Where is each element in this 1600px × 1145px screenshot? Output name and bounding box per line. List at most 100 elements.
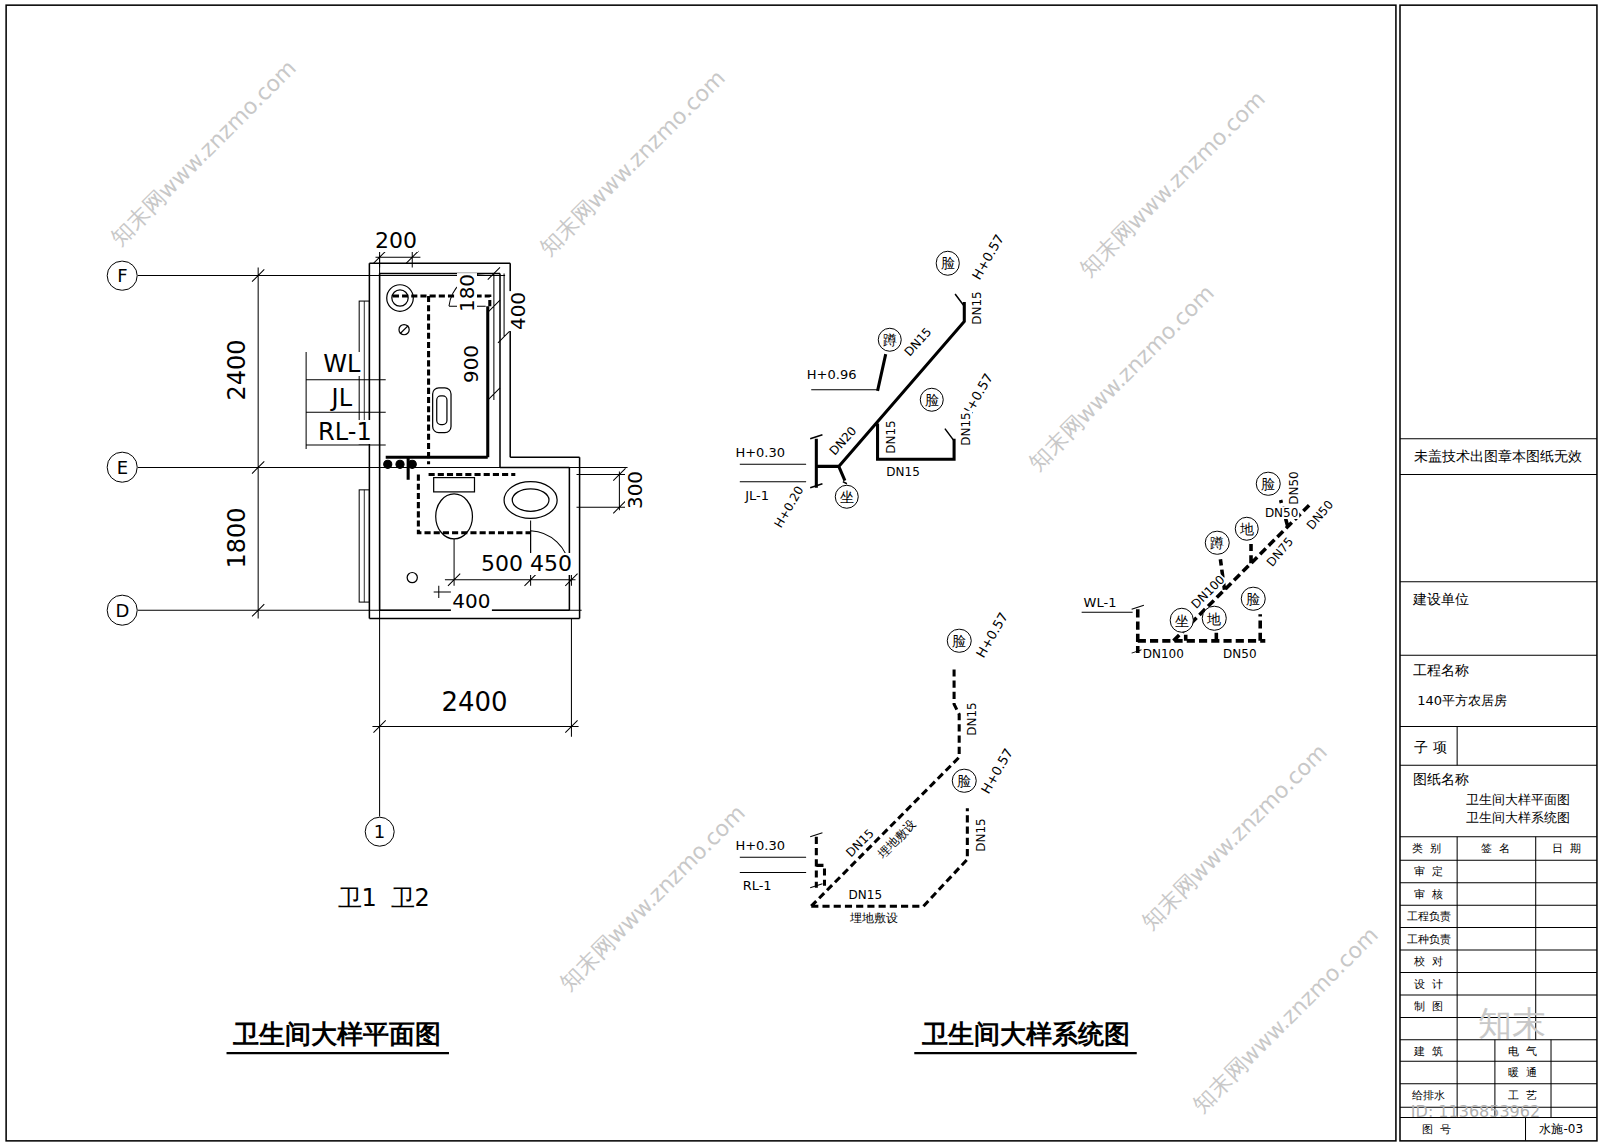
annotation-text: H+0.30 [734,838,786,851]
dimension-lines [306,251,627,598]
fixture-tag: 脸 [936,251,960,275]
annotation-text: JL [331,386,353,410]
title-block-text: 140平方农居房 [1416,694,1508,707]
wall-outline [364,301,365,602]
annotation-text: 卫1 [337,886,378,910]
dimension-lines [373,251,420,267]
watermark: 知末网www.znzmo.com [536,66,730,260]
plumbing-fixtures [399,325,409,335]
annotation-text: 300 [625,470,645,510]
title-block-text: 工程名称 [1412,663,1470,677]
annotation-text: RL-1 [742,878,773,891]
dimension-lines [577,468,628,513]
annotation-text: 埋地敷设 [875,817,919,861]
annotation-text: DN100 [1142,648,1185,660]
title-block-text: 工 艺 [1507,1089,1538,1100]
fixture-tag: 脸 [919,388,943,412]
annotation-text: DN15 [843,826,877,860]
plan-pipes [384,460,392,468]
annotation-text: H+0.20 [772,483,806,530]
tag-text: D [115,601,129,619]
supply-system-JL [843,294,964,484]
annotation-text: RL-1 [317,420,373,444]
tag-text: 脸 [1246,592,1260,606]
title-block-text: 工程负责 [1406,911,1452,922]
fixture-tag: 地 [1202,606,1226,630]
plumbing-fixtures [387,285,414,312]
drainage-system-WL [1138,500,1311,653]
fixture-tag: 蹲 [878,328,902,352]
axis-bubble: E [107,452,138,483]
plumbing-fixtures [387,274,570,583]
sheet-frame [6,5,1396,1141]
wall-outline [369,263,579,618]
annotation-text: DN15 [966,702,978,738]
supply-system-JL [740,294,964,488]
tag-text: 脸 [952,634,966,648]
annotation-text: DN15 [902,325,935,359]
annotation-text: DN50 [1222,648,1258,660]
annotation-text: 埋地敷设 [849,912,899,924]
title-block-grid [1400,439,1597,1118]
tag-text: 蹲 [1210,536,1224,550]
title-block-text: 制 图 [1413,1001,1444,1012]
plumbing-fixtures [437,396,447,425]
annotation-text: DN20 [827,424,860,458]
plumbing-fixtures [400,326,408,334]
supply-system-JL [740,390,878,482]
axis-bubble: D [107,595,138,626]
annotation-text: WL-1 [1083,596,1118,609]
drainage-system-WL [1138,500,1311,653]
annotation-text: DN15 [848,889,884,901]
annotation-text: 900 [461,344,481,384]
annotation-text: DN15 [971,290,983,326]
watermark: 知末网www.znzmo.com [1189,923,1383,1117]
tag-text: 地 [1240,522,1254,536]
plumbing-fixtures [434,478,475,492]
title-block-text: 审 定 [1413,866,1444,877]
tag-text: 脸 [925,393,939,407]
axis-grid [252,267,264,618]
supply-system-JL [810,435,822,488]
plan-pipes [386,306,488,479]
annotation-text: 500 [480,553,524,575]
tag-text: 脸 [957,774,971,788]
tag-text: E [117,458,128,476]
fixture-tag: 坐 [1169,608,1193,632]
sheet-frame [6,5,1597,1141]
annotation-text: 450 [529,553,573,575]
axis-bubble: 1 [364,816,395,847]
title-block-text: 工种负责 [1406,933,1452,944]
annotation-text: DN15 [885,419,897,455]
fixture-tag: 脸 [952,768,976,792]
title-block-text: 卫生间大样平面图 [1465,792,1571,805]
annotation-text: H+0.57 [973,609,1010,660]
wl-leaders [1082,605,1144,653]
fixture-tag: 蹲 [1205,531,1229,555]
annotation-text: 卫2 [390,886,431,910]
title-block-grid [1400,439,1597,1141]
plumbing-fixtures [504,482,557,519]
annotation-text: H+0.30 [734,446,786,459]
title-block-text: 暖 通 [1507,1067,1538,1078]
tag-text: 地 [1207,611,1221,625]
axis-grid [138,255,628,816]
annotation-text: 2400 [440,689,508,715]
annotation-text: H+0.57 [969,232,1006,283]
annotation-text: H+0.57 [978,746,1015,797]
title-block-text: 签 名 [1480,842,1511,853]
tag-text: 坐 [1175,613,1189,627]
wall-outline [359,263,579,618]
hot-water-system-RL [811,668,967,906]
drawing-title: 卫生间大样系统图 [921,1021,1131,1047]
annotation-text: JL-1 [744,488,770,501]
watermark: 知末 [1477,1006,1547,1040]
plumbing-fixtures [433,388,451,433]
annotation-text: DN15 [885,466,921,478]
annotation-text: 400 [451,591,491,611]
annotation-text: 2400 [225,339,249,402]
title-block-text: 图 号 [1421,1123,1452,1134]
hot-water-system-RL [811,668,967,906]
